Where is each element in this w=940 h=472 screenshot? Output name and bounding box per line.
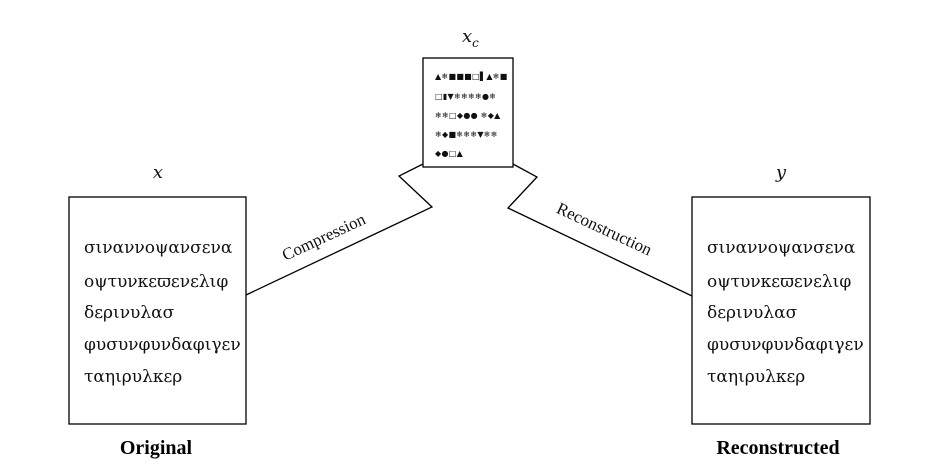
original-text-box <box>68 196 247 425</box>
reconstructed-variable-label: y <box>775 162 787 183</box>
original-caption: Original <box>120 437 193 459</box>
original-panel: x σιναννοψανσενα οψτυνκεϖενελιφ δερινυλα… <box>68 162 247 459</box>
original-text-line: οψτυνκεϖενελιφ <box>84 272 228 292</box>
reconstructed-caption: Reconstructed <box>716 437 839 459</box>
reconstructed-text-line: δερινυλασ <box>707 303 798 323</box>
compressed-symbol-line: □▮▼❄❄❄❄●❄ <box>435 92 496 101</box>
compressed-symbol-line: ❄❄□◆●● ❄◆▲ <box>435 111 501 120</box>
compressed-panel: xc ▲❄■■■□▌▲❄■ □▮▼❄❄❄❄●❄ ❄❄□◆●● ❄◆▲ ❄◆■❄❄… <box>422 26 514 168</box>
original-text-line: σιναννοψανσενα <box>84 238 233 258</box>
original-variable-label: x <box>153 162 163 183</box>
compression-label: Compression <box>279 209 369 264</box>
reconstructed-text-line: ταηιρυλκερ <box>707 367 805 387</box>
compression-connector <box>245 163 434 296</box>
compressed-variable-base: x <box>462 26 472 47</box>
reconstruction-connector <box>506 163 693 297</box>
original-text-line: φυσυνφυνδαφιγεν <box>84 335 241 355</box>
reconstruction-label: Reconstruction <box>554 199 656 260</box>
compressed-symbol-line: ❄◆■❄❄❄▼❄❄ <box>435 130 498 139</box>
reconstructed-panel: y σιναννοψανσενα οψτυνκεϖενελιφ δερινυλα… <box>691 162 871 459</box>
reconstructed-text-line: οψτυνκεϖενελιφ <box>707 272 851 292</box>
reconstructed-text-line: φυσυνφυνδαφιγεν <box>707 335 864 355</box>
original-text-line: δερινυλασ <box>84 303 175 323</box>
compressed-variable-label: xc <box>462 26 479 50</box>
compressed-variable-subscript: c <box>472 36 479 50</box>
original-text-line: ταηιρυλκερ <box>84 367 182 387</box>
compressed-code-box <box>422 57 514 168</box>
compressed-symbol-line: ▲❄■■■□▌▲❄■ <box>435 71 508 81</box>
reconstructed-text-line: σιναννοψανσενα <box>707 238 856 258</box>
compressed-symbol-line: ◆●□▲ <box>435 149 464 158</box>
reconstructed-text-box <box>691 196 871 425</box>
